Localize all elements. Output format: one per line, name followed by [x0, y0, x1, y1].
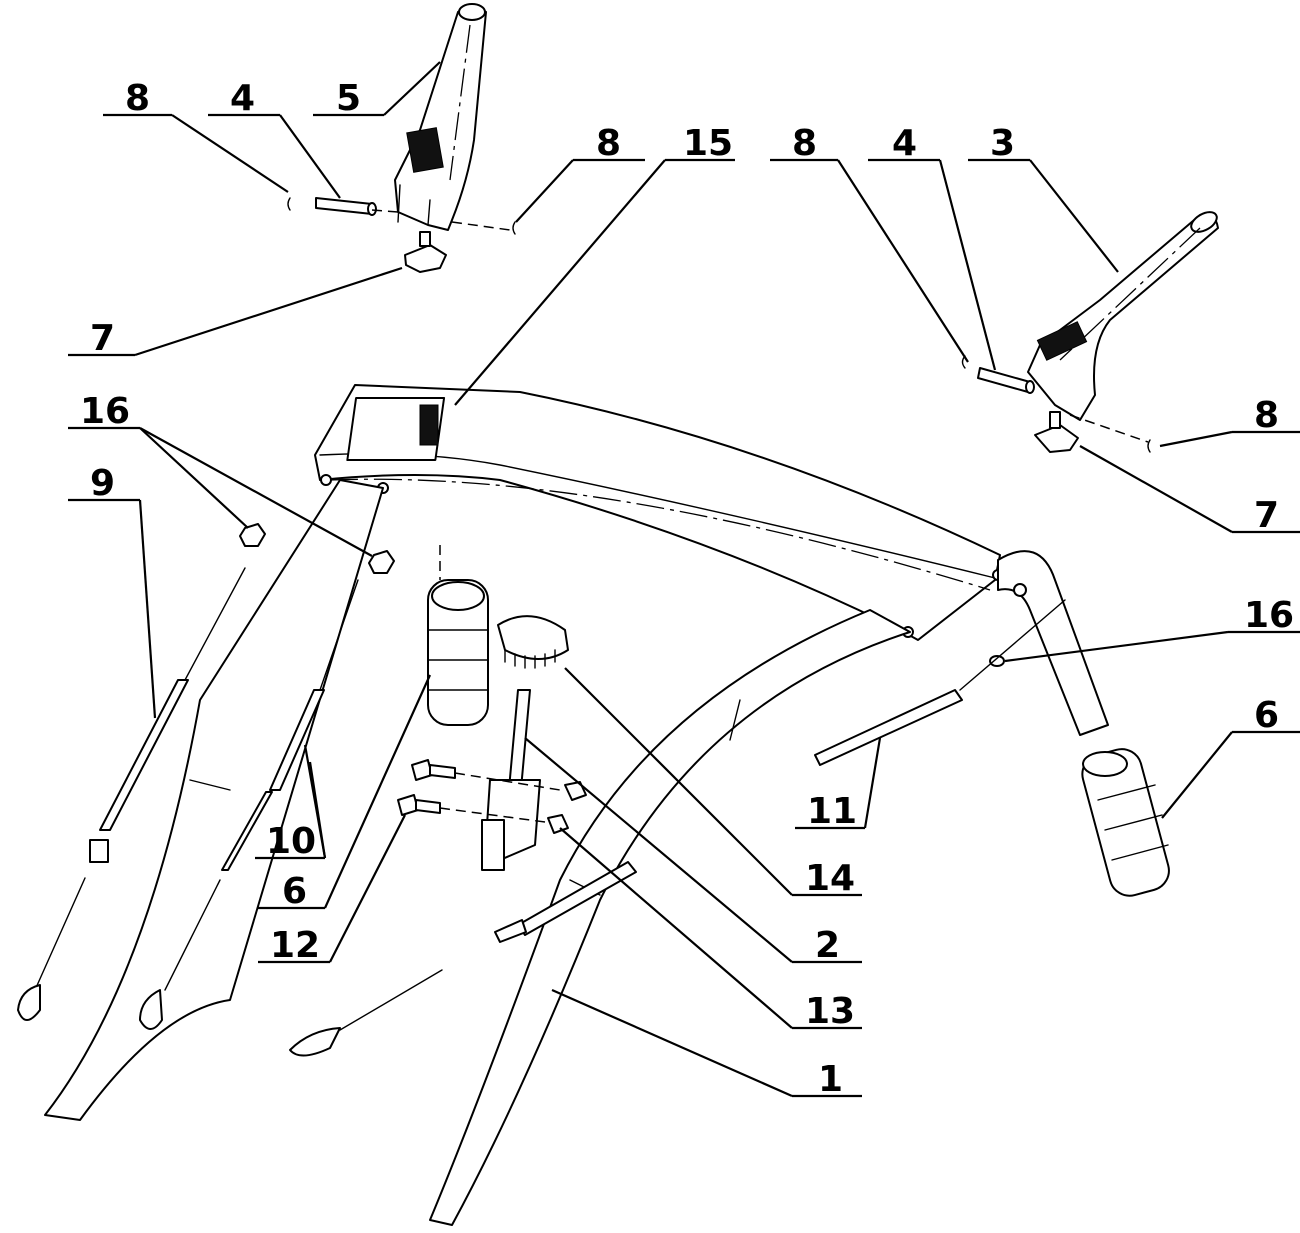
leader-lines	[68, 61, 1300, 1098]
callout-8-top-left: 8	[125, 78, 150, 119]
callout-4-top-left: 4	[230, 78, 255, 119]
part-handle-tube-right-upper	[1027, 211, 1219, 421]
callout-7-right: 7	[1254, 495, 1279, 536]
callout-9: 9	[90, 463, 115, 504]
part-pin-right	[977, 367, 1035, 394]
callout-7-left: 7	[90, 318, 115, 359]
callout-16-left: 16	[80, 391, 130, 432]
part-cable-9	[17, 567, 246, 1021]
callout-15: 15	[683, 123, 733, 164]
part-bolt-lower	[397, 794, 441, 816]
callout-13: 13	[805, 991, 855, 1032]
part-nut-upper	[564, 781, 587, 801]
callout-labels: 8 4 5 8 15 8 4 3 7 8 7 16 9 16 6 10 11 6…	[80, 78, 1294, 1100]
part-cable-11	[814, 599, 1066, 766]
callout-3: 3	[990, 123, 1015, 164]
part-clip-left-b	[512, 221, 516, 235]
callout-8-far-right: 8	[1254, 395, 1279, 436]
part-clip-left-a	[287, 197, 291, 211]
callout-10: 10	[266, 821, 316, 862]
part-bolt-upper	[411, 759, 456, 781]
part-nut-lower	[547, 814, 569, 834]
part-nut-16-a	[239, 523, 266, 547]
part-handle-tube-left-upper	[394, 3, 487, 231]
callout-6-right: 6	[1254, 695, 1279, 736]
part-lever-knob	[497, 615, 569, 669]
callout-8-top-middle: 8	[596, 123, 621, 164]
part-grip-right	[1081, 748, 1170, 897]
callout-1: 1	[818, 1059, 843, 1100]
part-handle-crossbar	[314, 384, 1004, 641]
callout-12: 12	[270, 925, 320, 966]
part-cable-spring	[289, 969, 443, 1057]
callout-16-right: 16	[1244, 595, 1294, 636]
part-knob-left	[404, 231, 447, 273]
callout-14: 14	[805, 858, 855, 899]
callout-8-top-right: 8	[792, 123, 817, 164]
callout-2: 2	[815, 925, 840, 966]
part-knob-right	[1034, 411, 1079, 453]
callout-11: 11	[807, 791, 857, 832]
part-nut-16-b	[368, 550, 395, 574]
part-clip-right-b	[1147, 439, 1151, 453]
part-nut-16-c	[989, 655, 1005, 667]
part-pin-left	[315, 197, 377, 216]
part-control-lever	[481, 689, 541, 871]
part-cable-10	[139, 579, 359, 1030]
callout-5: 5	[336, 78, 361, 119]
part-cable-rod	[494, 861, 637, 943]
callout-6-left: 6	[282, 871, 307, 912]
callout-4-top-right: 4	[892, 123, 917, 164]
part-grip-left	[427, 545, 489, 726]
